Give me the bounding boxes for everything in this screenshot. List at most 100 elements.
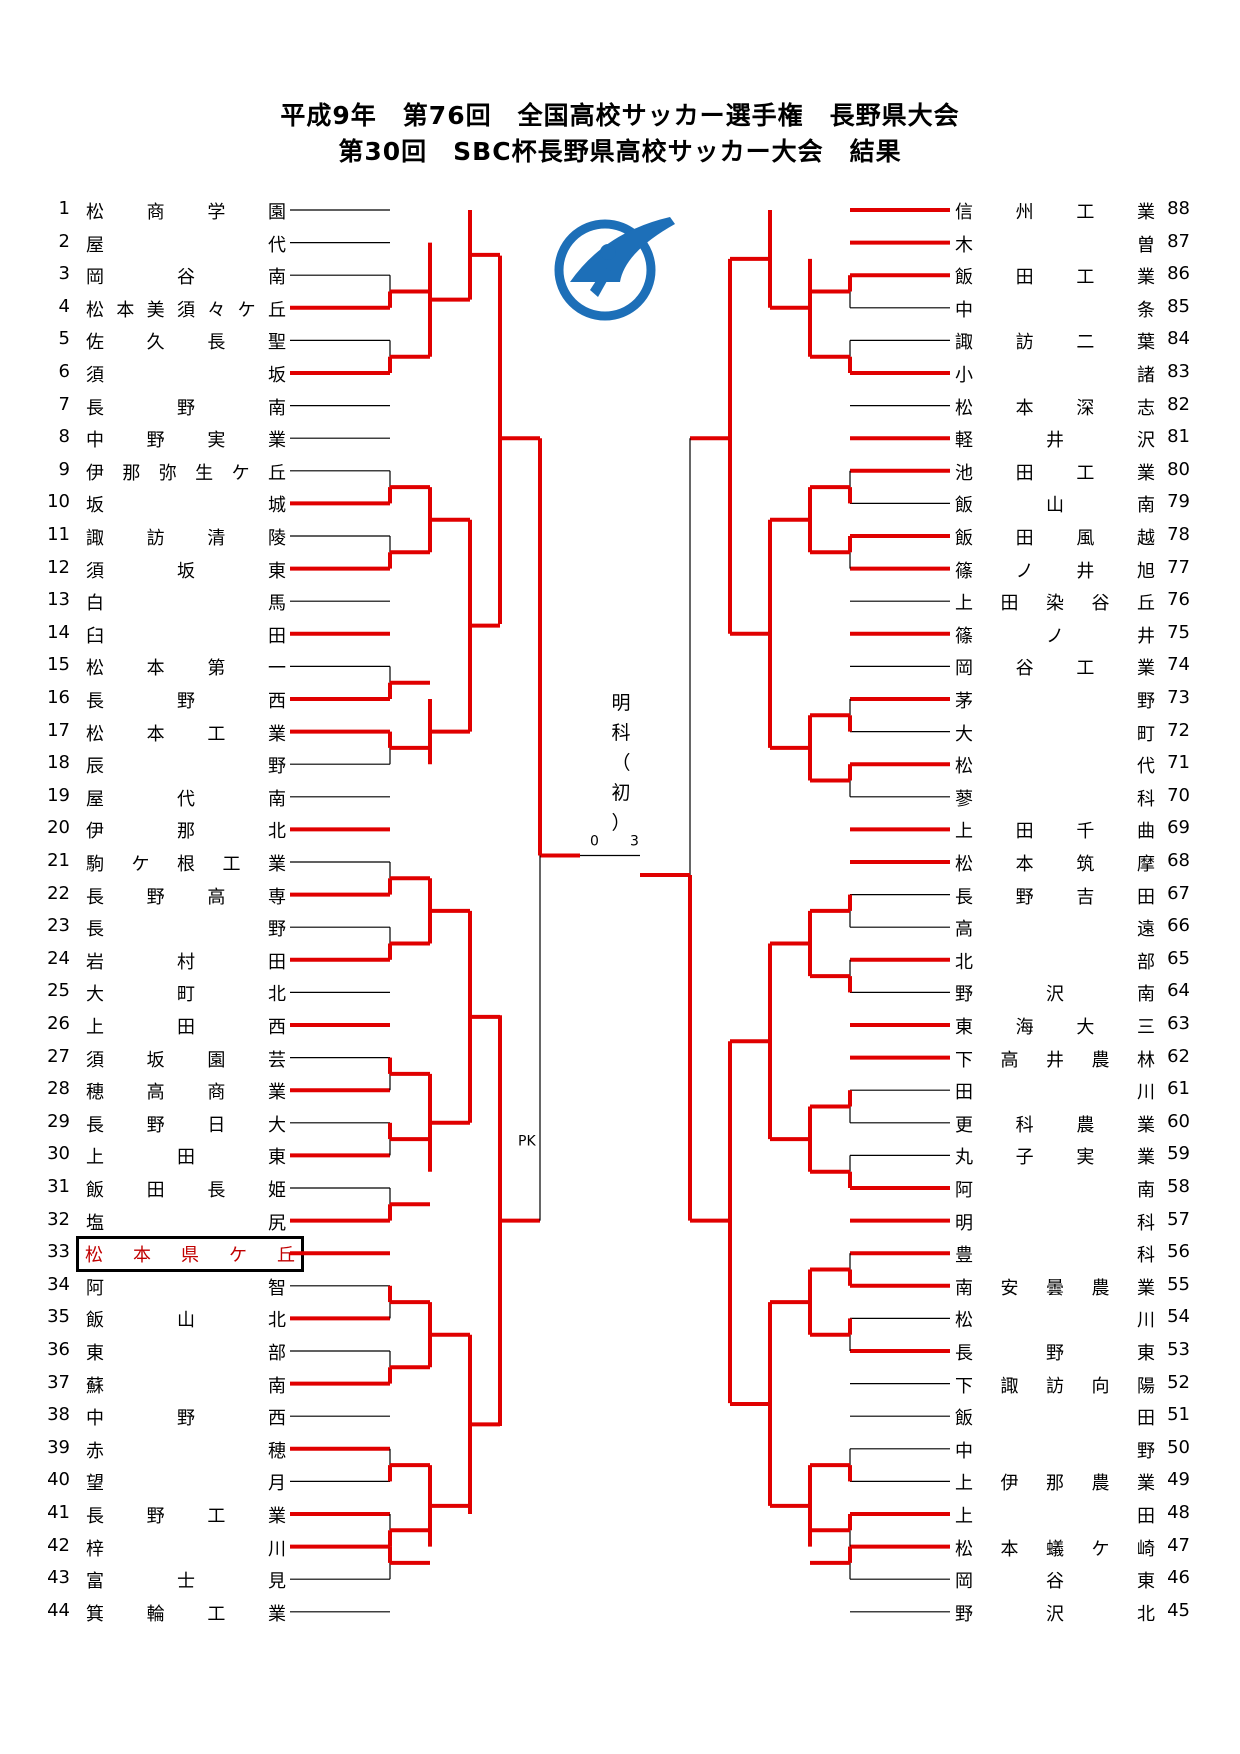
team-name: 松代 <box>955 756 1155 778</box>
team-number: 30 <box>47 1143 70 1165</box>
team-name: 信州工業 <box>955 202 1155 223</box>
team-name: 明科 <box>955 1212 1155 1234</box>
team-number: 41 <box>47 1502 70 1523</box>
team-name: 大町 <box>955 723 1155 745</box>
team-number: 72 <box>1167 719 1190 741</box>
page-title: 平成9年 第76回 全国高校サッカー選手権 長野県大会 <box>280 101 960 130</box>
team-name: 辰野 <box>86 756 286 778</box>
team-number: 19 <box>47 784 70 806</box>
team-number: 88 <box>1167 198 1190 219</box>
team-number: 83 <box>1167 361 1190 382</box>
team-name: 下諏訪向陽 <box>955 1375 1155 1397</box>
team-name: 梓川 <box>86 1538 286 1560</box>
team-name: 松本工業 <box>86 723 286 745</box>
team-number: 11 <box>47 524 70 545</box>
team-name: 臼田 <box>86 625 286 647</box>
team-name: 篠ノ井 <box>955 625 1155 647</box>
team-number: 24 <box>47 947 70 969</box>
team-number: 7 <box>58 393 70 415</box>
team-name: 松本美須々ケ丘 <box>86 299 286 321</box>
team-number: 15 <box>47 654 70 676</box>
team-number: 59 <box>1167 1143 1190 1165</box>
team-number: 16 <box>47 687 70 708</box>
team-name: 上田 <box>955 1506 1155 1527</box>
team-number: 21 <box>47 850 70 871</box>
team-number: 54 <box>1167 1306 1190 1328</box>
team-name: 赤穂 <box>86 1440 286 1462</box>
team-number: 82 <box>1167 393 1190 415</box>
team-name: 飯山北 <box>86 1310 286 1332</box>
team-name: 野沢南 <box>955 984 1155 1006</box>
team-name: 下高井農林 <box>955 1049 1155 1071</box>
team-number: 46 <box>1167 1567 1190 1589</box>
team-number: 77 <box>1167 556 1190 578</box>
team-number: 78 <box>1167 524 1190 545</box>
team-name: 箕輪工業 <box>86 1603 286 1625</box>
team-name: 松商学園 <box>86 202 286 223</box>
team-name: 岡谷南 <box>86 267 286 289</box>
team-name: 茅野 <box>955 691 1155 712</box>
team-name: 長野日大 <box>86 1114 286 1136</box>
team-name: 須坂東 <box>86 560 286 582</box>
team-number: 73 <box>1167 687 1190 708</box>
team-name: 諏訪清陵 <box>86 528 286 549</box>
team-number: 86 <box>1167 263 1190 285</box>
champion-char: 科 <box>611 722 631 744</box>
team-number: 84 <box>1167 328 1190 350</box>
team-name: 中野実業 <box>86 430 286 452</box>
team-name: 上田西 <box>86 1017 286 1038</box>
team-number: 75 <box>1167 621 1190 643</box>
team-number: 40 <box>47 1469 70 1491</box>
team-name: 南安曇農業 <box>955 1277 1155 1299</box>
team-number: 56 <box>1167 1241 1190 1263</box>
team-number: 28 <box>47 1078 70 1100</box>
team-number: 67 <box>1167 882 1190 904</box>
team-number: 35 <box>47 1306 70 1328</box>
team-name: 諏訪二葉 <box>955 332 1155 354</box>
champion-char: ） <box>611 812 631 834</box>
team-name: 大町北 <box>86 984 286 1006</box>
team-number: 74 <box>1167 654 1190 676</box>
team-name: 松本深志 <box>955 397 1155 419</box>
team-number: 13 <box>47 589 70 611</box>
champion-char: 明 <box>611 692 631 714</box>
team-name: 須坂 <box>86 365 286 386</box>
team-number: 69 <box>1167 817 1190 839</box>
team-name: 駒ケ根工業 <box>86 854 286 875</box>
team-number: 58 <box>1167 1176 1190 1197</box>
team-number: 47 <box>1167 1534 1190 1556</box>
team-number: 85 <box>1167 295 1190 317</box>
team-number: 87 <box>1167 230 1190 252</box>
team-number: 6 <box>58 361 70 382</box>
team-number: 4 <box>58 295 70 317</box>
team-name: 屋代南 <box>86 788 286 810</box>
champion-char: 初 <box>611 782 631 804</box>
team-name: 松本蟻ケ崎 <box>955 1538 1155 1560</box>
team-name: 長野西 <box>86 691 286 712</box>
team-name: 蘇南 <box>86 1375 286 1397</box>
team-name: 野沢北 <box>955 1603 1155 1625</box>
team-name: 屋代 <box>86 234 286 256</box>
team-number: 71 <box>1167 752 1190 774</box>
team-name: 穂高商業 <box>86 1082 286 1104</box>
champion-label: 明科（初） <box>606 688 636 838</box>
team-number: 49 <box>1167 1469 1190 1491</box>
team-number: 26 <box>47 1013 70 1034</box>
team-number: 61 <box>1167 1078 1190 1100</box>
team-number: 37 <box>47 1371 70 1393</box>
team-number: 27 <box>47 1045 70 1067</box>
team-name: 東海大三 <box>955 1017 1155 1038</box>
team-name: 中野 <box>955 1440 1155 1462</box>
team-name: 飯山南 <box>955 495 1155 517</box>
team-number: 18 <box>47 752 70 774</box>
team-number: 52 <box>1167 1371 1190 1393</box>
team-number: 80 <box>1167 458 1190 480</box>
team-name: 田川 <box>955 1082 1155 1104</box>
team-number: 36 <box>47 1339 70 1360</box>
team-number: 34 <box>47 1273 70 1295</box>
score-label: PK <box>518 1134 536 1150</box>
team-number: 2 <box>58 230 70 252</box>
team-name: 松川 <box>955 1310 1155 1332</box>
team-number: 39 <box>47 1436 70 1458</box>
